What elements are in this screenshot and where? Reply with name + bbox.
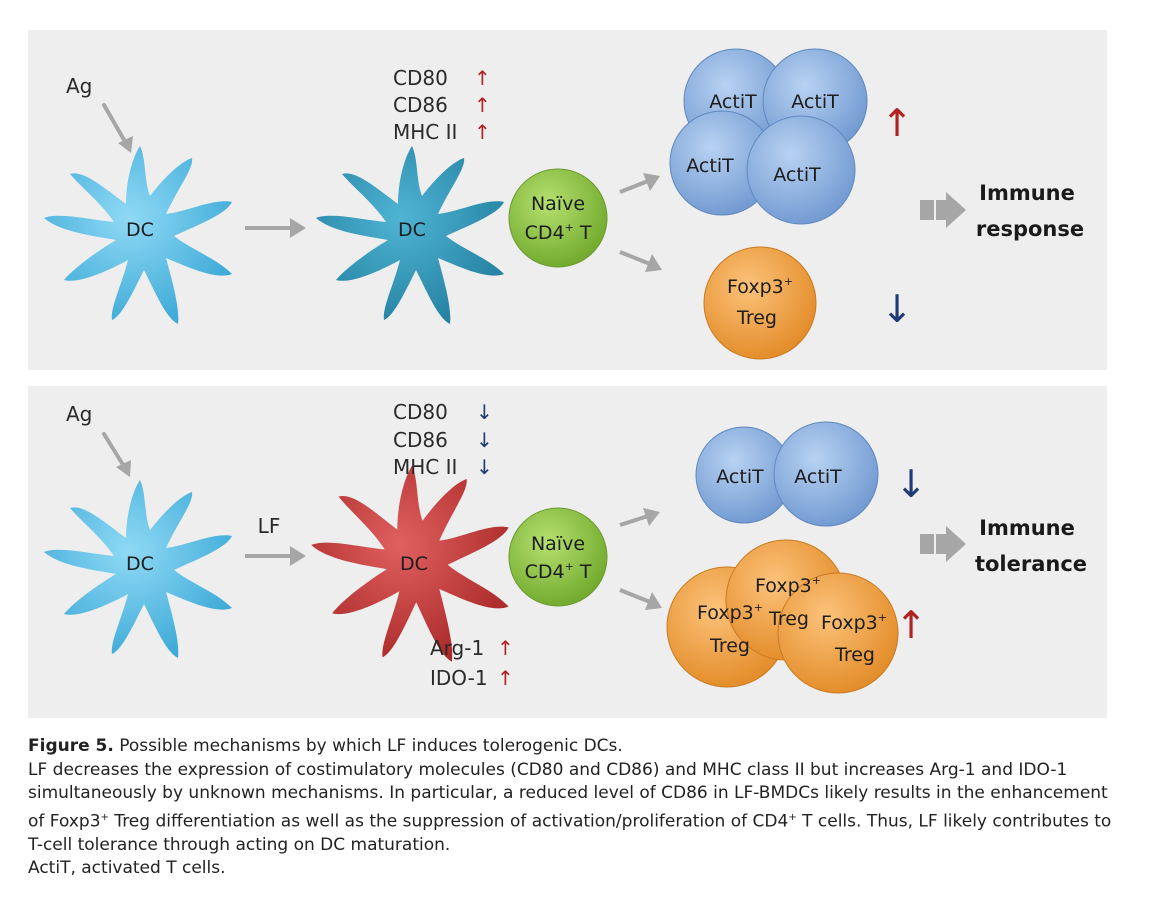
top-actit-label-1: ActiT xyxy=(709,91,757,113)
bottom-naive-cd4-t-cell xyxy=(508,507,608,607)
caption-body-part-1: LF decreases the expression of costimula… xyxy=(28,759,1108,832)
top-actit-label-2: ActiT xyxy=(791,91,839,113)
bottom-enzyme-ido1: IDO-1 xyxy=(430,666,488,690)
bottom-lf-label: LF xyxy=(258,514,281,538)
bottom-dc2-label: DC xyxy=(400,553,428,575)
top-treg-foxp3-label: Foxp3+ xyxy=(727,275,793,298)
top-treg-down-arrow-icon: ↓ xyxy=(881,287,913,331)
bottom-marker-mhcii-down-arrow-icon: ↓ xyxy=(476,455,493,479)
bottom-outcome-line2: tolerance xyxy=(975,552,1087,576)
top-panel-diagram: Ag DC DC CD80 ↑ CD86 ↑ MHC II ↑ Naïve CD… xyxy=(44,48,1084,360)
top-foxp3-treg-cell xyxy=(703,246,817,360)
bottom-treg-label-2: Treg xyxy=(768,608,809,630)
bottom-panel-diagram: Ag DC LF DC CD80 ↓ CD86 ↓ MHC II ↓ Arg-1… xyxy=(44,400,1087,694)
top-marker-cd80: CD80 xyxy=(393,66,448,90)
mechanism-diagram: Ag DC DC CD80 ↑ CD86 ↑ MHC II ↑ Naïve CD… xyxy=(44,48,1087,694)
bottom-treg-cluster: Foxp3+ Treg Foxp3+ Treg Foxp3+ Treg xyxy=(666,539,899,694)
bottom-treg-cell-3 xyxy=(777,572,899,694)
caption-body-sup-1: + xyxy=(100,811,109,823)
bottom-marker-cd80-down-arrow-icon: ↓ xyxy=(476,400,493,424)
top-ag-arrow xyxy=(102,103,133,153)
bottom-actit-cluster: ActiT ActiT xyxy=(695,421,879,527)
top-actit-cluster: ActiT ActiT ActiT ActiT xyxy=(669,48,868,225)
bottom-actit-down-arrow-icon: ↓ xyxy=(895,462,927,506)
bottom-arrow-to-treg xyxy=(619,588,662,610)
bottom-actit-label-1: ActiT xyxy=(716,466,764,488)
bottom-marker-mhcii: MHC II xyxy=(393,455,457,479)
bottom-treg-foxp3-label-1: Foxp3+ xyxy=(697,601,763,624)
bottom-dc1-label: DC xyxy=(126,553,154,575)
bottom-naive-label: Naïve xyxy=(531,533,585,555)
top-actit-cell-4 xyxy=(746,115,856,225)
top-dc2-label: DC xyxy=(398,219,426,241)
top-marker-cd86: CD86 xyxy=(393,93,448,117)
top-actit-up-arrow-icon: ↑ xyxy=(881,101,913,145)
bottom-actit-cell-2 xyxy=(773,421,879,527)
bottom-enzyme-ido1-up-arrow-icon: ↑ xyxy=(497,666,514,690)
top-outcome-line1: Immune xyxy=(979,181,1075,205)
top-arrow-to-actit xyxy=(619,173,660,194)
caption-body-part-3: T cells. Thus, LF likely contributes to … xyxy=(28,811,1112,855)
bottom-arrow-to-actit xyxy=(619,508,660,527)
top-marker-cd86-up-arrow-icon: ↑ xyxy=(474,93,491,117)
caption-title: Figure 5. Possible mechanisms by which L… xyxy=(28,735,1118,759)
bottom-treg-label-1: Treg xyxy=(709,635,750,657)
top-marker-mhcii: MHC II xyxy=(393,120,457,144)
caption-figure-label: Figure 5. xyxy=(28,736,114,756)
top-actit-label-4: ActiT xyxy=(773,164,821,186)
top-cd4-label: CD4+ T xyxy=(525,221,592,244)
caption-title-text: Possible mechanisms by which LF induces … xyxy=(113,736,623,756)
caption-body: LF decreases the expression of costimula… xyxy=(28,759,1118,858)
bottom-treg-up-arrow-icon: ↑ xyxy=(895,603,927,647)
caption-body-part-2: Treg differentiation as well as the supp… xyxy=(108,811,789,832)
bottom-treg-foxp3-label-3: Foxp3+ xyxy=(821,611,887,634)
figure-caption: Figure 5. Possible mechanisms by which L… xyxy=(28,735,1118,881)
top-naive-label: Naïve xyxy=(531,193,585,215)
bottom-enzyme-arg1: Arg-1 xyxy=(430,636,484,660)
bottom-ag-label: Ag xyxy=(66,402,92,426)
caption-abbreviation: ActiT, activated T cells. xyxy=(28,858,226,879)
bottom-marker-cd86-down-arrow-icon: ↓ xyxy=(476,428,493,452)
bottom-actit-label-2: ActiT xyxy=(794,466,842,488)
bottom-outcome-line1: Immune xyxy=(979,516,1075,540)
top-arrow-to-treg xyxy=(619,250,662,272)
top-dc-arrow xyxy=(245,218,306,238)
bottom-enzyme-arg1-up-arrow-icon: ↑ xyxy=(497,636,514,660)
bottom-ag-arrow xyxy=(102,432,131,477)
bottom-lf-arrow xyxy=(245,546,306,566)
bottom-marker-list: CD80 ↓ CD86 ↓ MHC II ↓ xyxy=(393,400,493,479)
top-naive-cd4-t-cell xyxy=(508,168,608,268)
caption-body-sup-2: + xyxy=(788,811,797,823)
top-actit-label-3: ActiT xyxy=(686,155,734,177)
bottom-outcome-block-arrow-icon xyxy=(920,526,966,562)
top-marker-mhcii-up-arrow-icon: ↑ xyxy=(474,120,491,144)
bottom-treg-label-3: Treg xyxy=(834,644,875,666)
top-outcome-block-arrow-icon xyxy=(920,192,966,228)
bottom-enzyme-list: Arg-1 ↑ IDO-1 ↑ xyxy=(430,636,514,690)
top-ag-label: Ag xyxy=(66,74,92,98)
bottom-marker-cd86: CD86 xyxy=(393,428,448,452)
bottom-cd4-label: CD4+ T xyxy=(525,560,592,583)
top-marker-cd80-up-arrow-icon: ↑ xyxy=(474,66,491,90)
top-marker-list: CD80 ↑ CD86 ↑ MHC II ↑ xyxy=(393,66,491,144)
bottom-treg-foxp3-label-2: Foxp3+ xyxy=(755,574,821,597)
bottom-marker-cd80: CD80 xyxy=(393,400,448,424)
top-dc1-label: DC xyxy=(126,219,154,241)
top-outcome-line2: response xyxy=(976,217,1084,241)
top-treg-label: Treg xyxy=(736,307,777,329)
